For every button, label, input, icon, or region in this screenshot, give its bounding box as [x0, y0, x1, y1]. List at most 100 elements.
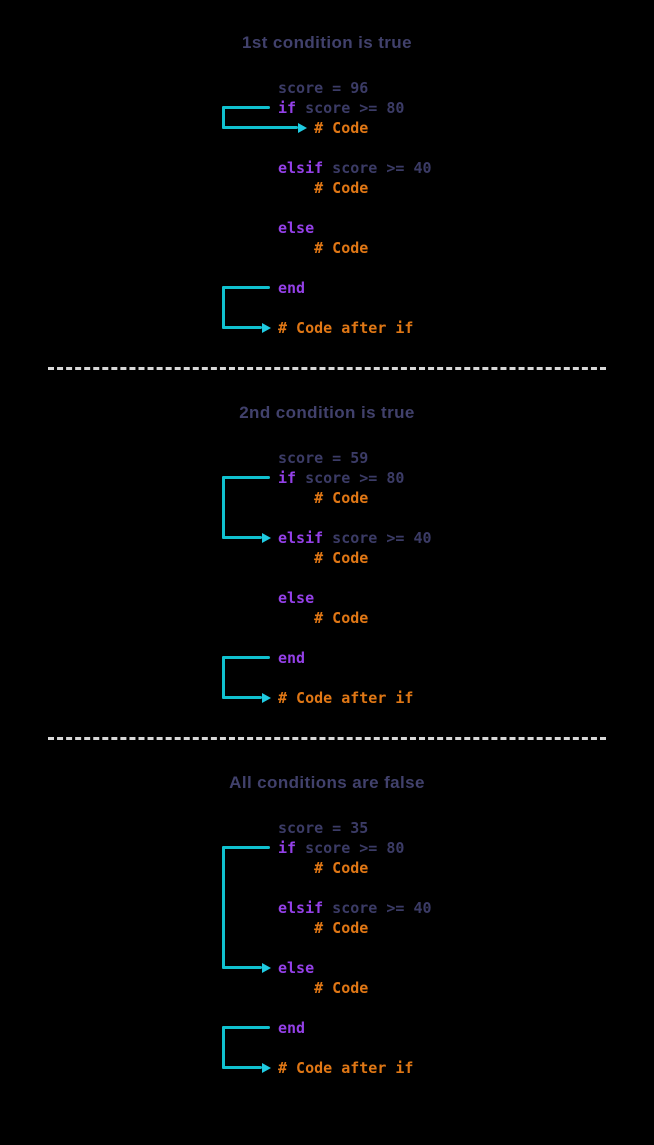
code-token-keyword: elsif	[278, 899, 324, 917]
arrow-start-segment	[222, 476, 270, 479]
code-token-keyword: else	[278, 589, 315, 607]
arrow-start-segment	[222, 106, 270, 109]
flow-arrow	[222, 106, 307, 133]
code-line: else	[278, 958, 654, 978]
code-token-plain	[278, 859, 314, 877]
arrow-end-segment	[222, 966, 262, 969]
section-divider	[48, 737, 606, 740]
code-token-plain	[278, 239, 314, 257]
code-line	[278, 668, 654, 688]
flow-arrow	[222, 286, 278, 333]
code-token-comment: # Code	[314, 859, 369, 877]
code-line	[278, 1038, 654, 1058]
code-line	[278, 298, 654, 318]
code-token-keyword: elsif	[278, 529, 324, 547]
code-line: # Code	[278, 488, 654, 508]
arrow-vertical-segment	[222, 846, 225, 969]
code-line: # Code	[278, 918, 654, 938]
arrowhead-icon	[298, 122, 307, 133]
code-line: elsif score >= 40	[278, 158, 654, 178]
arrowhead-icon	[262, 1062, 271, 1073]
arrow-end-segment	[222, 696, 262, 699]
code-line: # Code	[278, 978, 654, 998]
code-line: # Code after if	[278, 688, 654, 708]
code-line: score = 35	[278, 818, 654, 838]
code-token-plain: score = 59	[278, 449, 369, 467]
code-line: # Code	[278, 548, 654, 568]
code-token-plain	[278, 179, 314, 197]
code-line: # Code after if	[278, 1058, 654, 1078]
code-token-plain	[278, 609, 314, 627]
code-token-comment: # Code	[314, 979, 369, 997]
code-token-comment: # Code after if	[278, 319, 414, 337]
code-line: score = 59	[278, 448, 654, 468]
code-token-plain: score >= 80	[296, 469, 405, 487]
flow-arrow	[222, 1026, 278, 1073]
code-line: if score >= 80	[278, 838, 654, 858]
code-token-comment: # Code	[314, 239, 369, 257]
flow-arrow	[222, 656, 278, 703]
arrowhead-icon	[262, 322, 271, 333]
arrow-vertical-segment	[222, 106, 225, 129]
code-token-plain	[278, 489, 314, 507]
code-token-comment: # Code	[314, 179, 369, 197]
arrow-start-segment	[222, 846, 270, 849]
code-token-comment: # Code after if	[278, 1059, 414, 1077]
code-token-plain: score >= 40	[323, 159, 432, 177]
code-line: score = 96	[278, 78, 654, 98]
code-token-keyword: else	[278, 959, 315, 977]
scenario-title: 2nd condition is true	[239, 403, 415, 422]
arrow-end-segment	[222, 326, 262, 329]
code-line	[278, 508, 654, 528]
code-line: # Code after if	[278, 318, 654, 338]
code-line: if score >= 80	[278, 98, 654, 118]
code-token-keyword: if	[278, 99, 297, 117]
arrow-end-segment	[222, 1066, 262, 1069]
code-token-keyword: elsif	[278, 159, 324, 177]
code-line	[278, 878, 654, 898]
code-token-plain: score = 35	[278, 819, 369, 837]
code-token-keyword: else	[278, 219, 315, 237]
code-line	[278, 938, 654, 958]
code-token-keyword: if	[278, 839, 297, 857]
code-token-comment: # Code	[314, 549, 369, 567]
code-line: # Code	[278, 238, 654, 258]
scenario-title: All conditions are false	[229, 773, 425, 792]
arrowhead-icon	[262, 962, 271, 973]
code-token-keyword: end	[278, 279, 306, 297]
code-line: end	[278, 1018, 654, 1038]
code-line: # Code	[278, 608, 654, 628]
code-token-plain	[278, 919, 314, 937]
arrow-start-segment	[222, 286, 270, 289]
code-line	[278, 568, 654, 588]
arrow-vertical-segment	[222, 1026, 225, 1069]
arrowhead-icon	[262, 692, 271, 703]
arrow-end-segment	[222, 126, 298, 129]
arrow-vertical-segment	[222, 656, 225, 699]
code-token-plain: score >= 40	[323, 529, 432, 547]
code-line: else	[278, 588, 654, 608]
code-line: elsif score >= 40	[278, 898, 654, 918]
code-token-comment: # Code	[314, 489, 369, 507]
scenario-title: 1st condition is true	[242, 33, 412, 52]
code-line	[278, 198, 654, 218]
code-line: # Code	[278, 118, 654, 138]
code-line: end	[278, 278, 654, 298]
code-token-comment: # Code	[314, 919, 369, 937]
arrow-vertical-segment	[222, 286, 225, 329]
code-line: if score >= 80	[278, 468, 654, 488]
code-line: # Code	[278, 858, 654, 878]
code-line: elsif score >= 40	[278, 528, 654, 548]
code-line	[278, 258, 654, 278]
flow-arrow	[222, 846, 278, 973]
code-token-comment: # Code	[314, 609, 369, 627]
code-line	[278, 998, 654, 1018]
arrow-end-segment	[222, 536, 262, 539]
